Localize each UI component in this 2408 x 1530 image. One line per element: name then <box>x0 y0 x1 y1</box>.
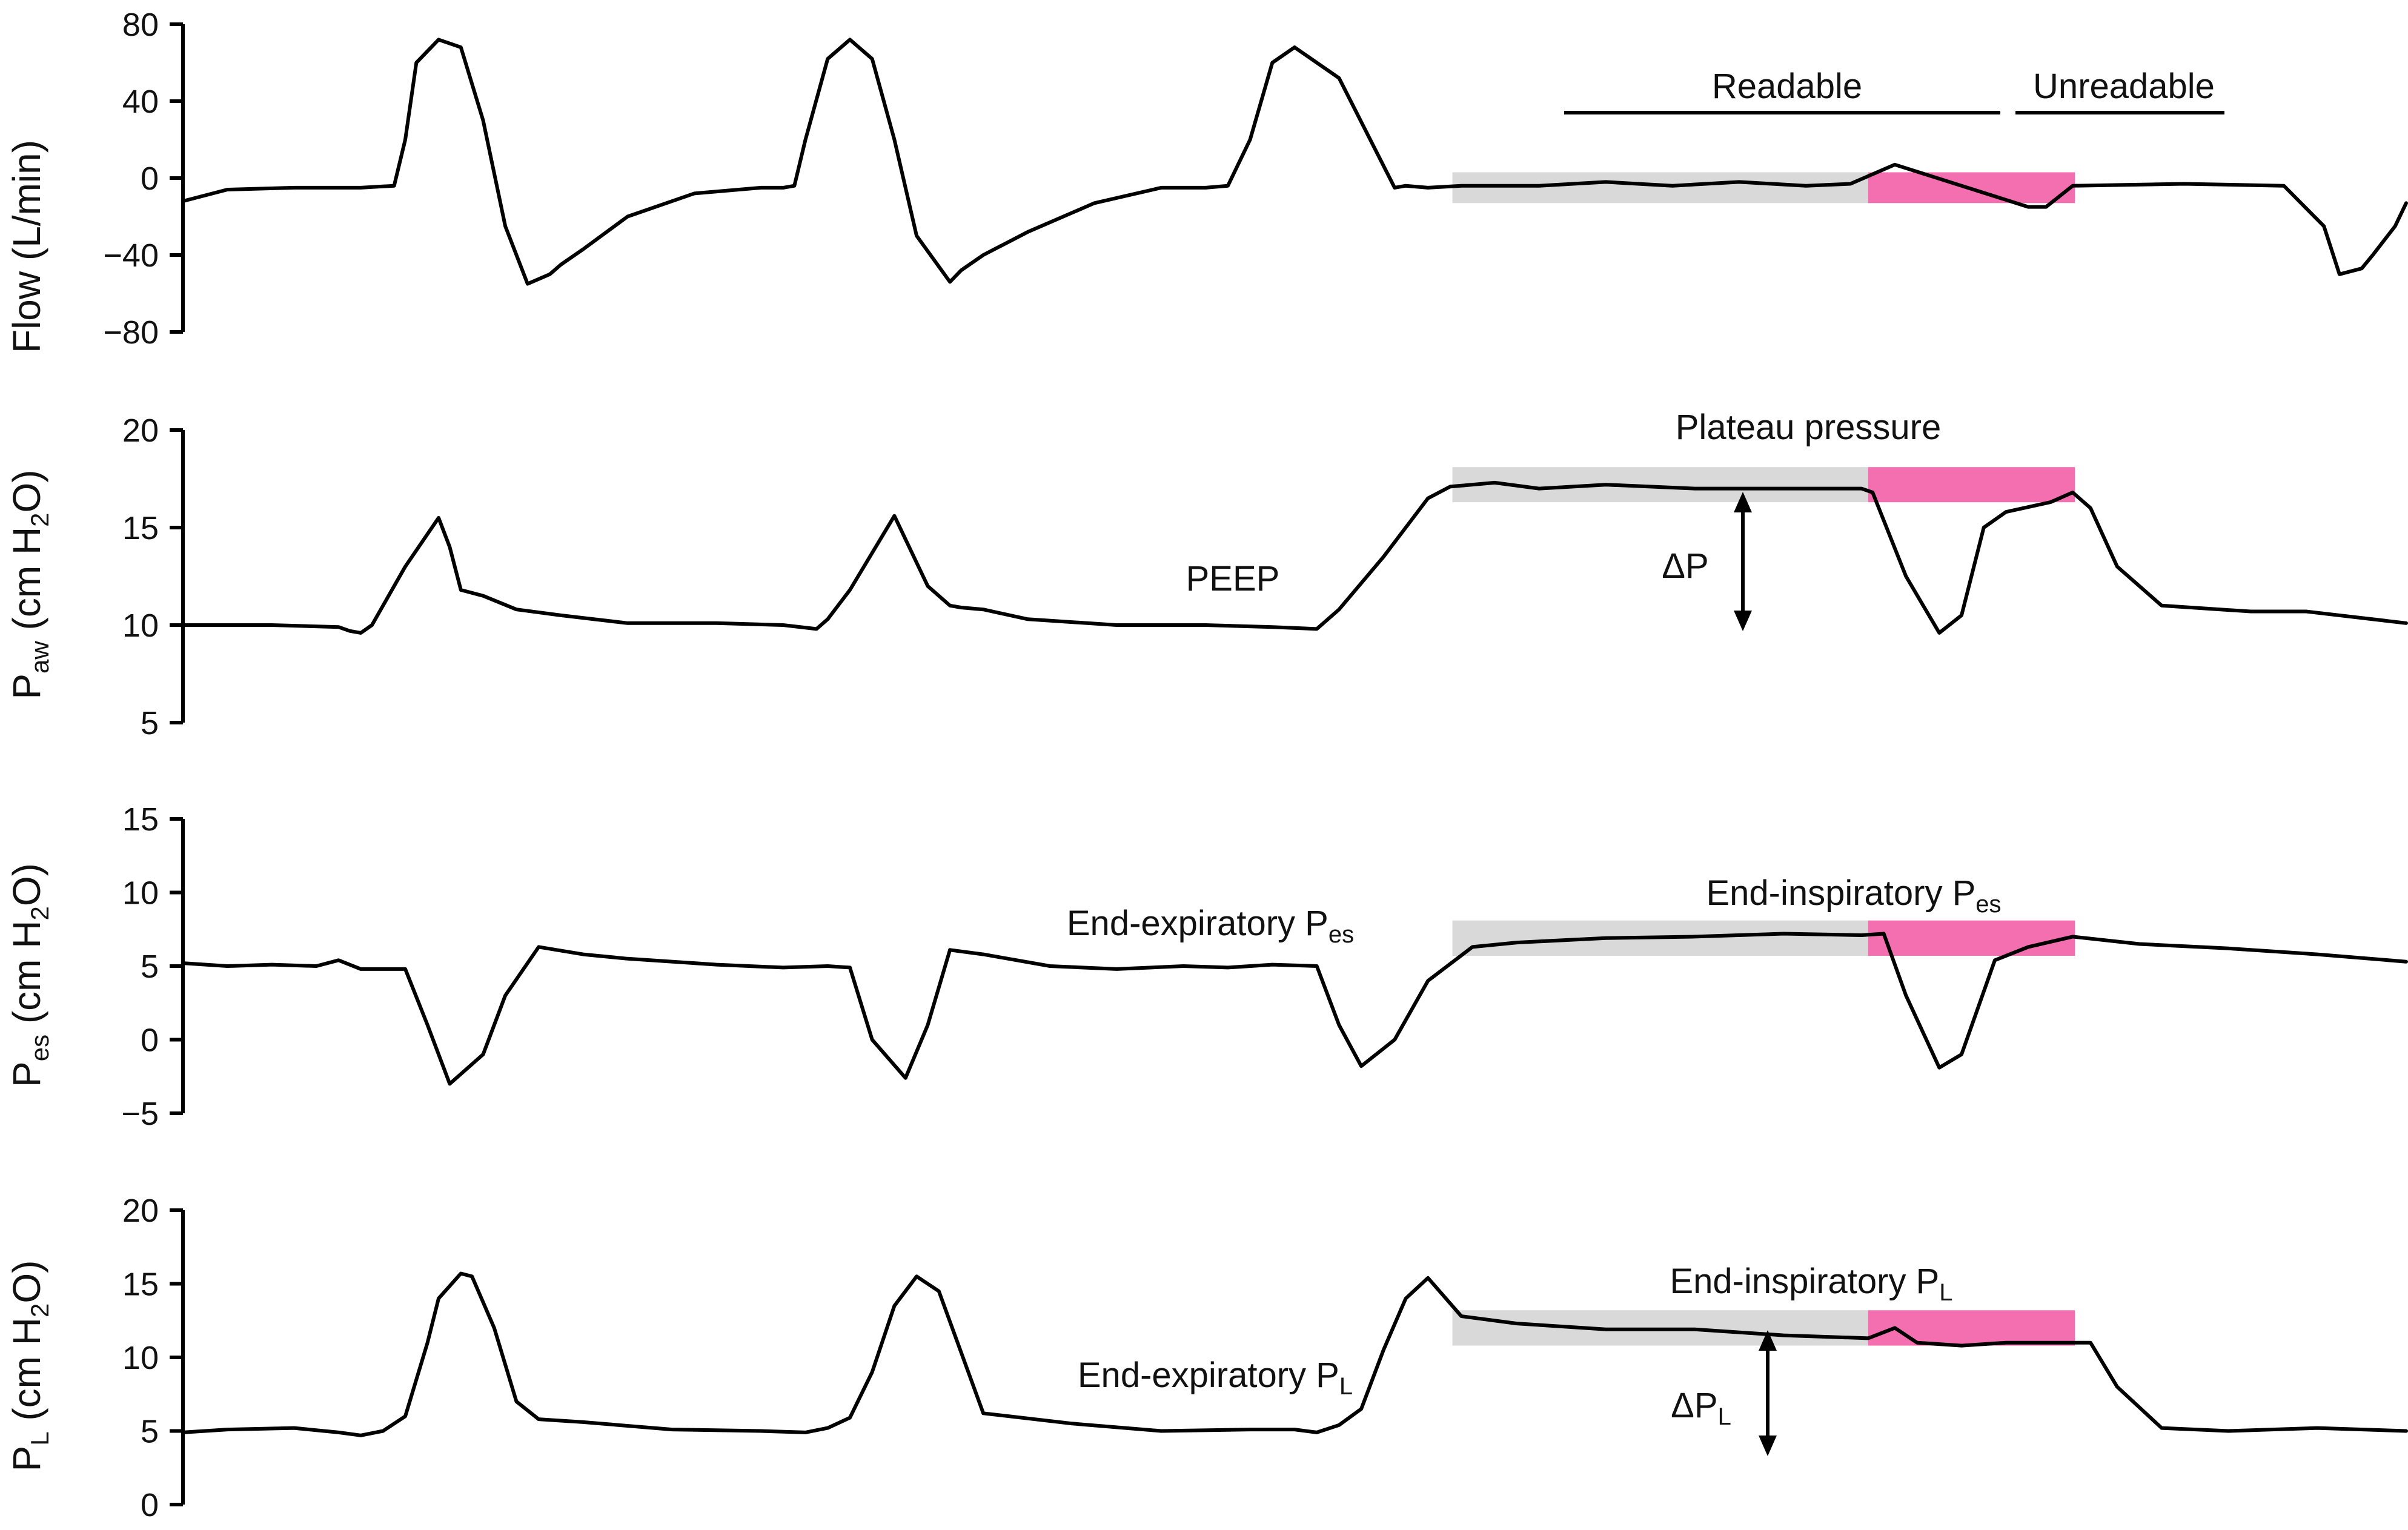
end-expiratory-pl-label: End-expiratory PL <box>1078 1356 1353 1400</box>
plateau-pressure-label: Plateau pressure <box>1676 408 1941 447</box>
delta-pl-label: ΔPL <box>1671 1386 1731 1430</box>
pes-axis-label: Pes (cm H2O) <box>5 863 54 1087</box>
paw-trace <box>181 480 2408 635</box>
unreadable-label: Unreadable <box>2033 67 2215 106</box>
flow-axis: 80 40 0 −40 −80 <box>103 7 185 351</box>
pes-axis: 15 10 5 0 −5 <box>121 801 185 1132</box>
pl-axis: 20 15 10 5 0 <box>122 1193 185 1523</box>
flow-y-tick-label: 80 <box>122 7 159 43</box>
panel-paw: 20 15 10 5 Paw (cm H2O) Plateau pressure PE… <box>5 408 2408 741</box>
panel-flow: 80 40 0 −40 −80 Flow (L/min) Readable Unread… <box>5 7 2408 353</box>
pes-y-tick-label: 0 <box>141 1022 159 1059</box>
pl-y-tick-label: 0 <box>141 1487 159 1523</box>
end-inspiratory-pes-label: End-inspiratory Pes <box>1706 873 2001 918</box>
pl-trace <box>181 1271 2408 1437</box>
pes-trace <box>181 932 2408 1086</box>
paw-y-tick-label: 5 <box>141 705 159 741</box>
paw-y-tick-label: 20 <box>122 412 159 449</box>
pes-y-tick-label: 15 <box>122 801 159 838</box>
flow-y-tick-label: −80 <box>103 314 159 351</box>
end-expiratory-pes-label: End-expiratory Pes <box>1067 904 1354 948</box>
end-inspiratory-pl-label: End-inspiratory PL <box>1670 1262 1952 1306</box>
pl-y-tick-label: 15 <box>122 1267 159 1303</box>
pl-unreadable-band <box>1868 1310 2075 1346</box>
delta-pl-arrow <box>1759 1330 1777 1456</box>
peep-label: PEEP <box>1186 559 1280 598</box>
flow-readable-band <box>1452 172 1868 204</box>
readable-label: Readable <box>1712 67 1862 106</box>
pes-y-tick-label: −5 <box>121 1096 159 1132</box>
pes-y-tick-label: 5 <box>141 949 159 985</box>
pl-y-tick-label: 5 <box>141 1414 159 1450</box>
flow-y-tick-label: 40 <box>122 84 159 120</box>
paw-axis: 20 15 10 5 <box>122 412 185 741</box>
paw-y-tick-label: 10 <box>122 608 159 644</box>
paw-unreadable-band <box>1868 467 2075 503</box>
panel-pes: 15 10 5 0 −5 Pes (cm H2O) End-inspiratory Pe… <box>5 801 2408 1132</box>
pl-axis-label: PL (cm H2O) <box>5 1260 54 1472</box>
pes-bands <box>1452 920 2075 956</box>
flow-brackets: Readable Unreadable <box>1564 67 2224 114</box>
flow-axis-label: Flow (L/min) <box>5 140 48 353</box>
paw-bands <box>1452 467 2075 503</box>
pes-unreadable-band <box>1868 920 2075 956</box>
pes-y-tick-label: 10 <box>122 875 159 912</box>
pl-y-tick-label: 10 <box>122 1340 159 1376</box>
delta-p-label: ΔP <box>1662 546 1708 586</box>
flow-trace <box>181 38 2408 286</box>
pl-y-tick-label: 20 <box>122 1193 159 1229</box>
flow-bands <box>1452 172 2075 204</box>
paw-y-tick-label: 15 <box>122 510 159 546</box>
delta-p-arrow <box>1734 492 1752 631</box>
paw-axis-label: Paw (cm H2O) <box>5 469 54 699</box>
flow-y-tick-label: 0 <box>141 161 159 197</box>
flow-y-tick-label: −40 <box>103 237 159 274</box>
